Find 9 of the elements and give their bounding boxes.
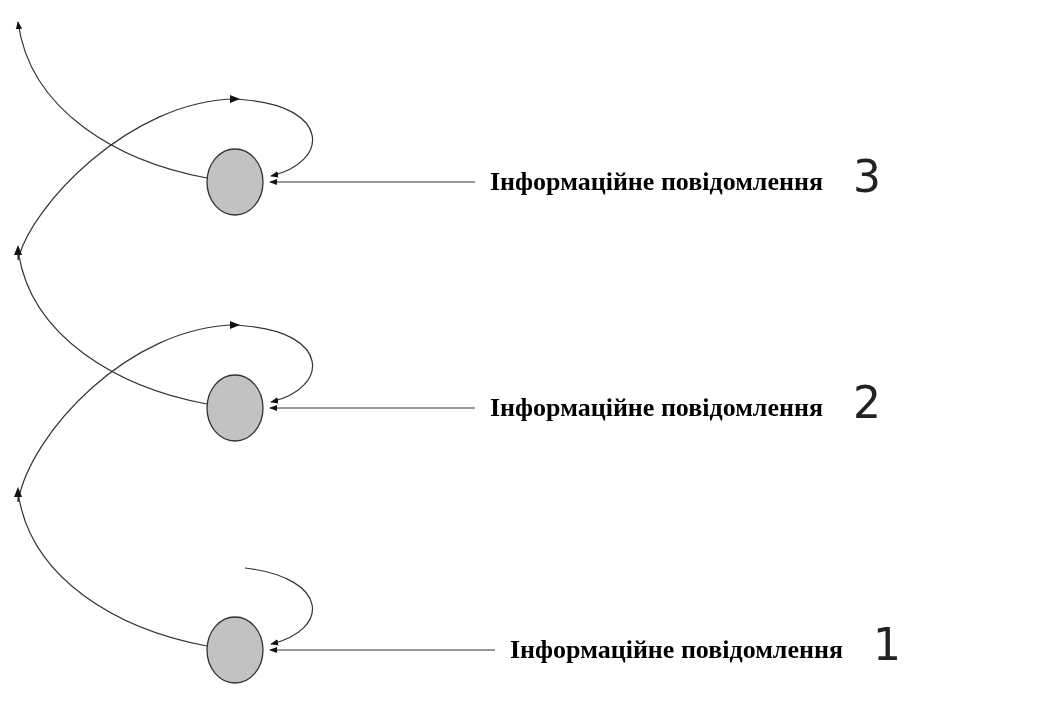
circle-node [206, 374, 264, 442]
message-label: Інформаційне повідомлення [490, 167, 823, 197]
message-label: Інформаційне повідомлення [490, 393, 823, 423]
step-number: 1 [873, 620, 901, 670]
step-number: 3 [853, 152, 881, 202]
circle-node [206, 616, 264, 684]
circle-node [206, 148, 264, 216]
step-number: 2 [853, 378, 881, 428]
message-label: Інформаційне повідомлення [510, 635, 843, 665]
